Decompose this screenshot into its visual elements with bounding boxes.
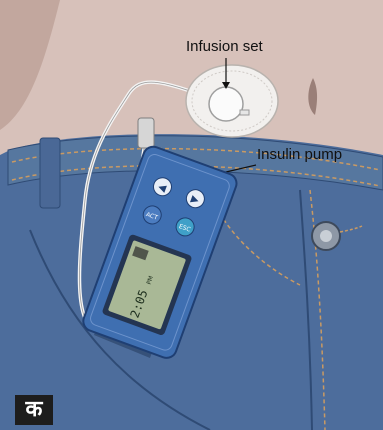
corner-badge: क xyxy=(15,395,53,425)
infusion-set-hub xyxy=(209,87,243,121)
insulin-pump-label: Insulin pump xyxy=(257,146,342,163)
jeans-button-center xyxy=(320,230,332,242)
pump-cartridge-cap xyxy=(138,118,154,148)
belt-loop xyxy=(40,138,60,208)
infusion-set-connector xyxy=(240,110,249,115)
infusion-set-label: Infusion set xyxy=(186,38,263,55)
